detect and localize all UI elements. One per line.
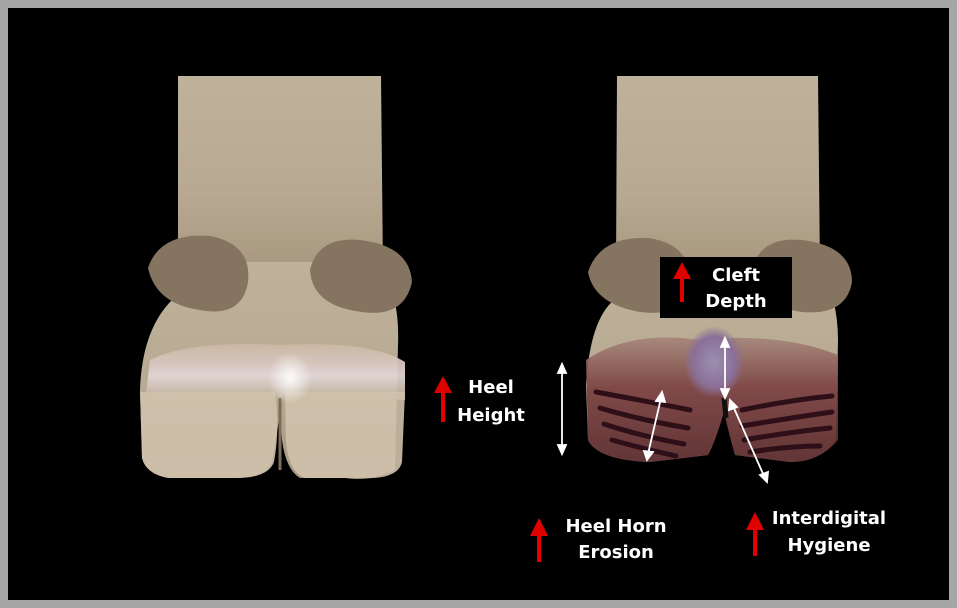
cleft-depth-label-line1: Cleft	[712, 265, 760, 286]
healthy-claw-right	[285, 392, 405, 478]
healthy-cleft-glow	[268, 352, 312, 404]
heel-height-label-line1: Heel	[468, 377, 514, 398]
affected-cleft	[724, 398, 726, 418]
interdigital-lesion	[684, 326, 744, 398]
cleft-depth-label-line2: Depth	[705, 291, 766, 312]
interdigital-hygiene-label-line1: Interdigital	[772, 508, 886, 529]
heel-horn-erosion-label-line1: Heel Horn	[565, 516, 666, 537]
healthy-claw-left	[140, 392, 277, 478]
healthy-hoof	[140, 76, 412, 479]
heel-horn-erosion-label-line2: Erosion	[578, 542, 654, 563]
interdigital-hygiene-label-line2: Hygiene	[787, 535, 870, 556]
heel-height-label-line2: Height	[457, 405, 525, 426]
